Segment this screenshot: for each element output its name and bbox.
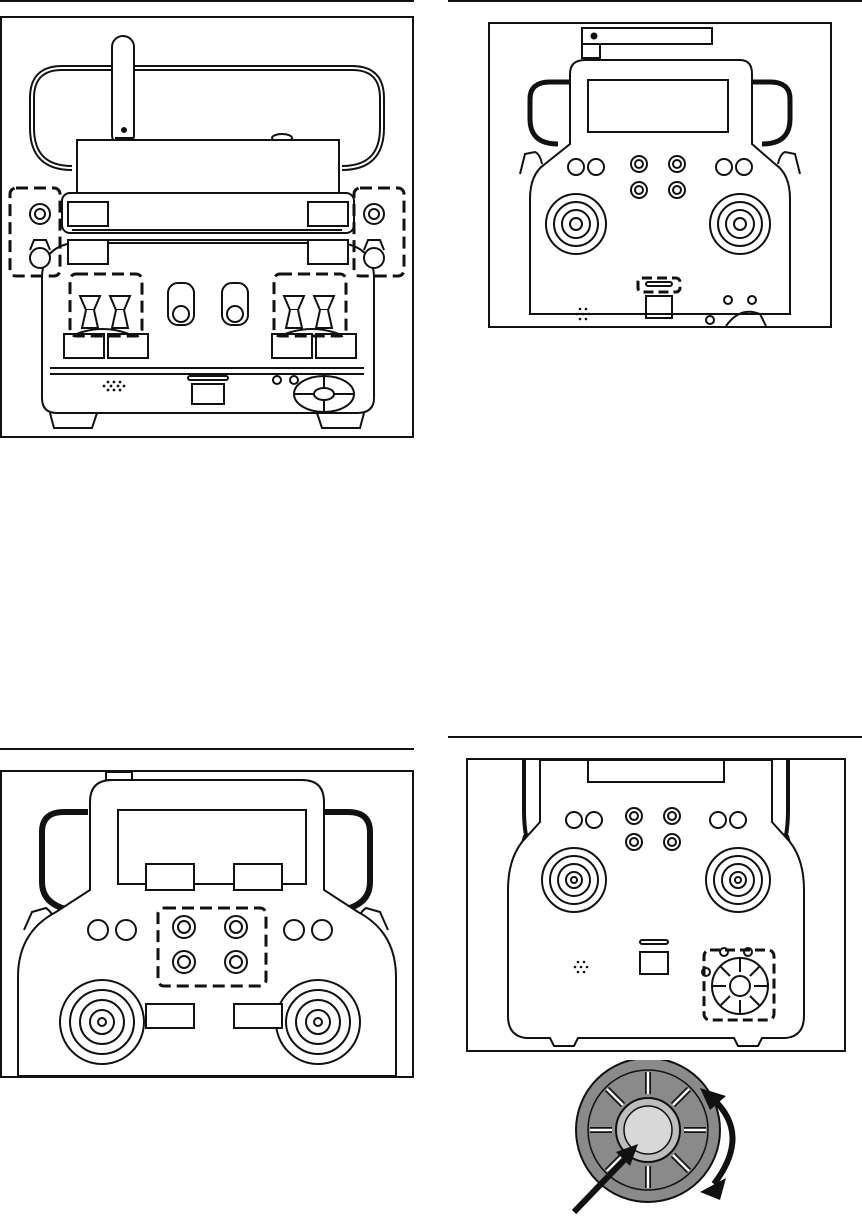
rotary-dial-icon bbox=[294, 376, 354, 412]
section-rule-top-left bbox=[0, 0, 414, 2]
section-rule-top-right bbox=[448, 0, 862, 2]
figure-transmitter-top-view bbox=[0, 16, 414, 438]
knobs-illustration bbox=[2, 772, 412, 1076]
dial-detail-illustration bbox=[560, 1060, 760, 1216]
rotary-dial-illustration bbox=[468, 760, 844, 1050]
rotary-dial-icon bbox=[576, 1060, 720, 1202]
section-rule-mid-left bbox=[0, 748, 414, 750]
figure-knobs bbox=[0, 770, 414, 1078]
figure-front-button bbox=[488, 22, 832, 328]
section-rule-mid-right bbox=[448, 736, 862, 738]
figure-rotary-dial bbox=[466, 758, 846, 1052]
figure-dial-detail bbox=[560, 1060, 760, 1216]
transmitter-top-illustration bbox=[2, 18, 412, 436]
front-button-illustration bbox=[490, 24, 830, 326]
rotary-dial-icon bbox=[712, 958, 768, 1014]
